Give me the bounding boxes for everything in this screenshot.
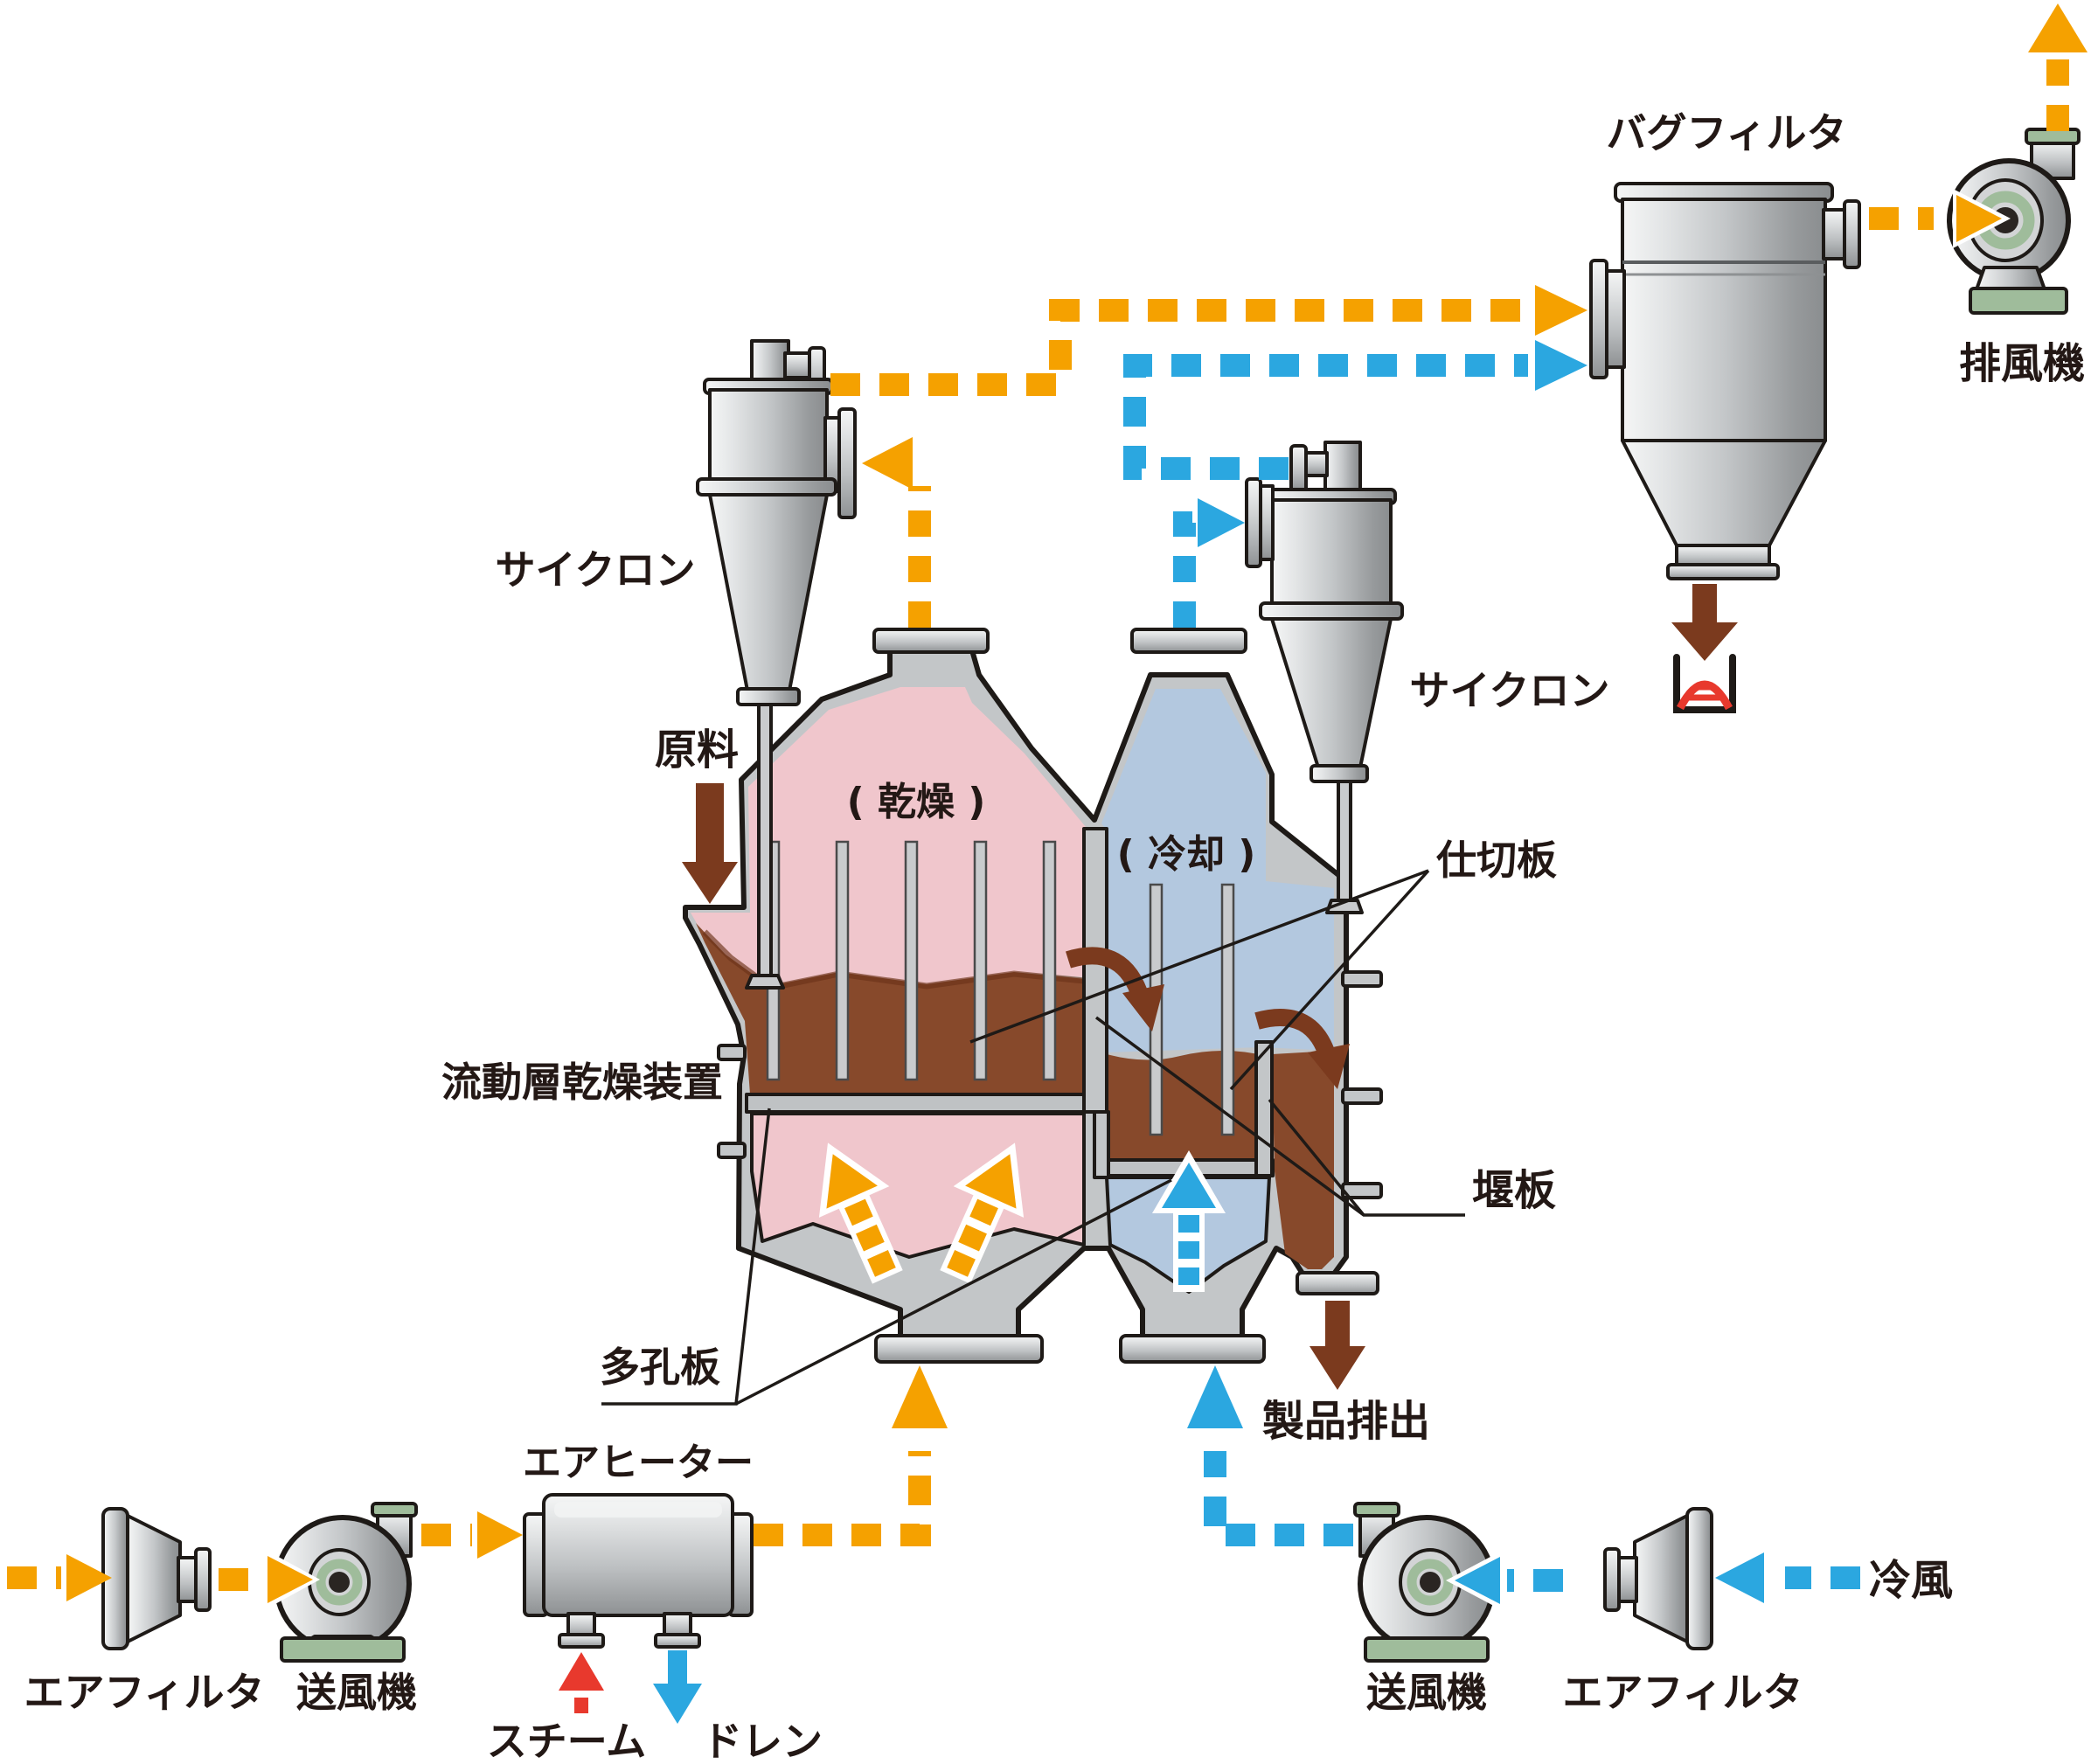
cold-air-arrowhead-blower	[1455, 1557, 1500, 1604]
cold-air-line-to-bagfilter	[1123, 354, 1528, 480]
cold-air-arrowhead-bagfilter	[1535, 340, 1587, 391]
cyclone-left-dip-pipe	[757, 703, 773, 990]
drying-inlet-flange	[874, 1334, 1044, 1364]
label-air-heater: エアヒーター	[523, 1441, 754, 1485]
hot-air-arrowhead-blower	[267, 1556, 313, 1603]
label-weir-plate: 堰板	[1472, 1166, 1556, 1215]
label-air-filter-right: エアフィルタ	[1562, 1669, 1803, 1716]
leader-lines	[601, 869, 1465, 1406]
bag-filter	[1589, 182, 1861, 713]
steam-flow	[559, 1652, 604, 1713]
perforated-plate-drying	[745, 1093, 1091, 1114]
raw-material-arrow	[682, 783, 738, 904]
air-heater-shell	[542, 1493, 734, 1617]
cyclone-right-cone	[1270, 617, 1393, 769]
cyclone-left-cone	[708, 493, 829, 692]
dust-container-icon	[1673, 654, 1736, 713]
bag-filter-body	[1621, 198, 1827, 442]
blower-left	[274, 1502, 418, 1663]
exhaust-fan-base	[1969, 287, 2068, 315]
drying-outlet-flange	[872, 628, 990, 654]
drying-bed	[696, 923, 1086, 1094]
label-partition-plate: 仕切板	[1436, 837, 1557, 884]
label-cyclone-left: サイクロン	[495, 546, 695, 594]
label-drain: ドレン	[702, 1718, 823, 1764]
hot-air-arrowhead-dryer-inlet	[892, 1365, 948, 1428]
cold-air-flow	[653, 340, 1860, 1724]
cyclone-right-outlet-pipe	[1323, 441, 1362, 495]
air-filter-left-unit	[101, 1507, 212, 1650]
bed-overflow-arrow-2	[1254, 1009, 1337, 1063]
labels: バグフィルタ 排風機 サイクロン サイクロン 原料 ( 乾燥 ) ( 冷却 ) …	[24, 109, 2085, 1764]
cooling-bed	[1107, 1051, 1266, 1160]
label-air-filter-left: エアフィルタ	[24, 1669, 264, 1716]
label-product-discharge: 製品排出	[1262, 1397, 1430, 1446]
drain-arrow	[653, 1650, 702, 1724]
label-drying-zone: ( 乾燥 )	[847, 780, 986, 824]
air-filter-left-cone	[126, 1514, 182, 1643]
air-filter-right-unit	[1603, 1507, 1713, 1650]
bag-filter-cone	[1621, 439, 1827, 547]
label-blower-left: 送風機	[296, 1669, 417, 1716]
hot-air-line-to-bagfilter	[830, 299, 1528, 396]
bed-overflow-arrow-1	[1066, 947, 1150, 1004]
chamber-divider-weir	[1082, 827, 1108, 1114]
hot-air-arrowhead-heater	[477, 1511, 523, 1559]
discharge-weir	[1254, 1040, 1274, 1177]
product-spout-flange	[1296, 1271, 1379, 1295]
cyclone-right-body	[1270, 498, 1393, 605]
material-flow	[682, 783, 1365, 1390]
label-cyclone-right: サイクロン	[1409, 667, 1609, 714]
cold-air-arrowhead-cyclone	[1198, 498, 1245, 547]
label-exhaust-fan: 排風機	[1959, 339, 2085, 388]
label-bag-filter: バグフィルタ	[1606, 109, 1846, 156]
cold-air-arrowhead-filter	[1715, 1552, 1764, 1603]
cold-air-arrowhead-cooler-inlet	[1187, 1365, 1243, 1428]
cooling-inlet-flange	[1119, 1334, 1266, 1364]
product-discharge-flow	[1272, 1051, 1334, 1269]
blower-left-inlet-ring	[316, 1559, 363, 1606]
hot-air-arrowhead-bagfilter	[1535, 285, 1587, 336]
label-steam: スチーム	[487, 1718, 647, 1764]
cyclone-right	[1245, 441, 1404, 914]
label-cooling-zone: ( 冷却 )	[1117, 832, 1256, 877]
cyclone-left-body	[708, 388, 829, 483]
cold-air-plenum-arrow	[1152, 1150, 1226, 1292]
label-cold-air: 冷風	[1869, 1556, 1953, 1605]
hot-air-plenum-arrow-right	[940, 1142, 1025, 1284]
blower-right-inlet-ring	[1407, 1559, 1454, 1606]
hot-air-arrowhead-fan	[1956, 195, 2002, 242]
air-heater	[523, 1493, 754, 1649]
label-dryer-unit: 流動層乾燥装置	[441, 1059, 723, 1106]
blower-left-base	[280, 1636, 406, 1663]
blower-right-base	[1364, 1636, 1490, 1663]
vessel-flange-ribs	[717, 970, 1383, 1199]
hot-air-plenum-arrow-left	[818, 1142, 903, 1284]
divider-step	[1093, 1110, 1110, 1179]
cooling-outlet-flange	[1130, 628, 1247, 654]
label-raw-material: 原料	[655, 726, 739, 774]
air-filter-right-disc	[1685, 1507, 1713, 1650]
drying-chamber-interior	[691, 687, 1086, 986]
air-filter-right-cone	[1633, 1514, 1689, 1643]
dust-discharge-arrow	[1671, 584, 1738, 661]
product-discharge-arrow	[1310, 1301, 1365, 1390]
hot-air-flow	[7, 3, 2088, 1610]
label-blower-right: 送風機	[1366, 1669, 1487, 1716]
blower-right	[1353, 1502, 1496, 1663]
cyclone-right-dip-pipe	[1337, 778, 1352, 911]
label-perforated-plate: 多孔板	[600, 1344, 720, 1391]
exhaust-arrowhead-top	[2028, 3, 2088, 52]
hot-air-arrowhead-cyclone	[862, 437, 913, 490]
steam-arrowhead	[559, 1652, 604, 1691]
cyclone-left	[696, 339, 857, 990]
hot-air-arrowhead-filter	[66, 1554, 112, 1601]
partition-plates-drying	[766, 840, 1057, 1081]
